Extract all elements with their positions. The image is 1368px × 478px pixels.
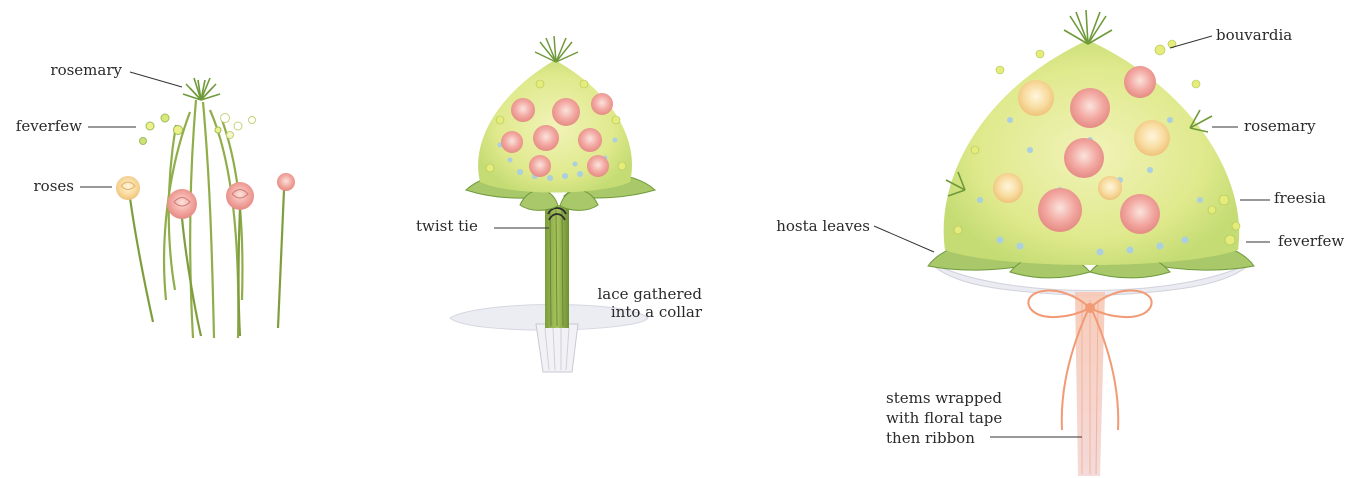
- label-bouvardia: bouvardia: [1216, 27, 1292, 44]
- label-rosemary: rosemary: [30, 62, 122, 79]
- feverfew-flowers: [140, 114, 256, 145]
- panel-stems: [80, 72, 295, 338]
- label-stems-wrapped: stems wrapped: [886, 390, 1002, 407]
- rosemary-sprig-2: [535, 36, 578, 62]
- rose-stems: [130, 190, 284, 336]
- label-rosemary-2: rosemary: [1244, 118, 1316, 135]
- label-roses: roses: [0, 178, 74, 195]
- flower-mass-2: [478, 60, 632, 193]
- label-lace-gathered: lace gathered: [560, 286, 702, 303]
- label-into-collar: into a collar: [560, 304, 702, 321]
- roses: [116, 173, 295, 219]
- panel-stems-leaders: [80, 72, 182, 187]
- label-with-floral-tape: with floral tape: [886, 410, 1002, 427]
- panel-gathered: [450, 36, 655, 372]
- label-feverfew: feverfew: [0, 118, 82, 135]
- vase: [536, 324, 578, 372]
- label-feverfew-2: feverfew: [1278, 233, 1344, 250]
- label-hosta-leaves: hosta leaves: [740, 218, 870, 235]
- label-then-ribbon: then ribbon: [886, 430, 975, 447]
- label-twist-tie: twist tie: [416, 218, 478, 235]
- label-freesia: freesia: [1274, 190, 1326, 207]
- rosemary-sprig: [183, 78, 220, 100]
